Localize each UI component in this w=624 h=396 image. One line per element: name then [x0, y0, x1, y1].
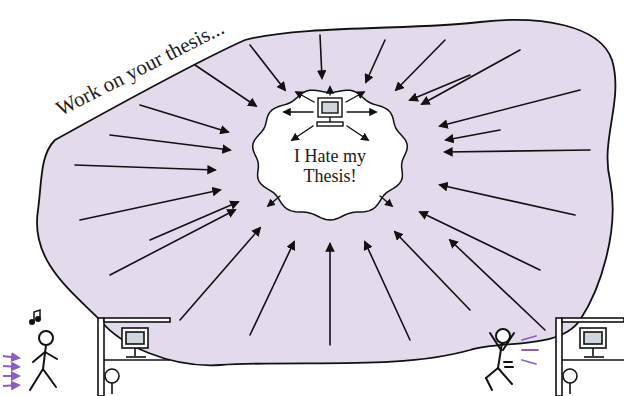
thesis-core: I Hate my Thesis! [248, 84, 412, 224]
outward-arrows [268, 87, 392, 206]
core-blob [253, 90, 408, 220]
speed-arrows [3, 356, 19, 386]
computer-icon [317, 98, 343, 126]
core-label: I Hate my Thesis! [280, 146, 380, 186]
walking-student [30, 310, 57, 390]
inward-arrows [75, 35, 590, 345]
